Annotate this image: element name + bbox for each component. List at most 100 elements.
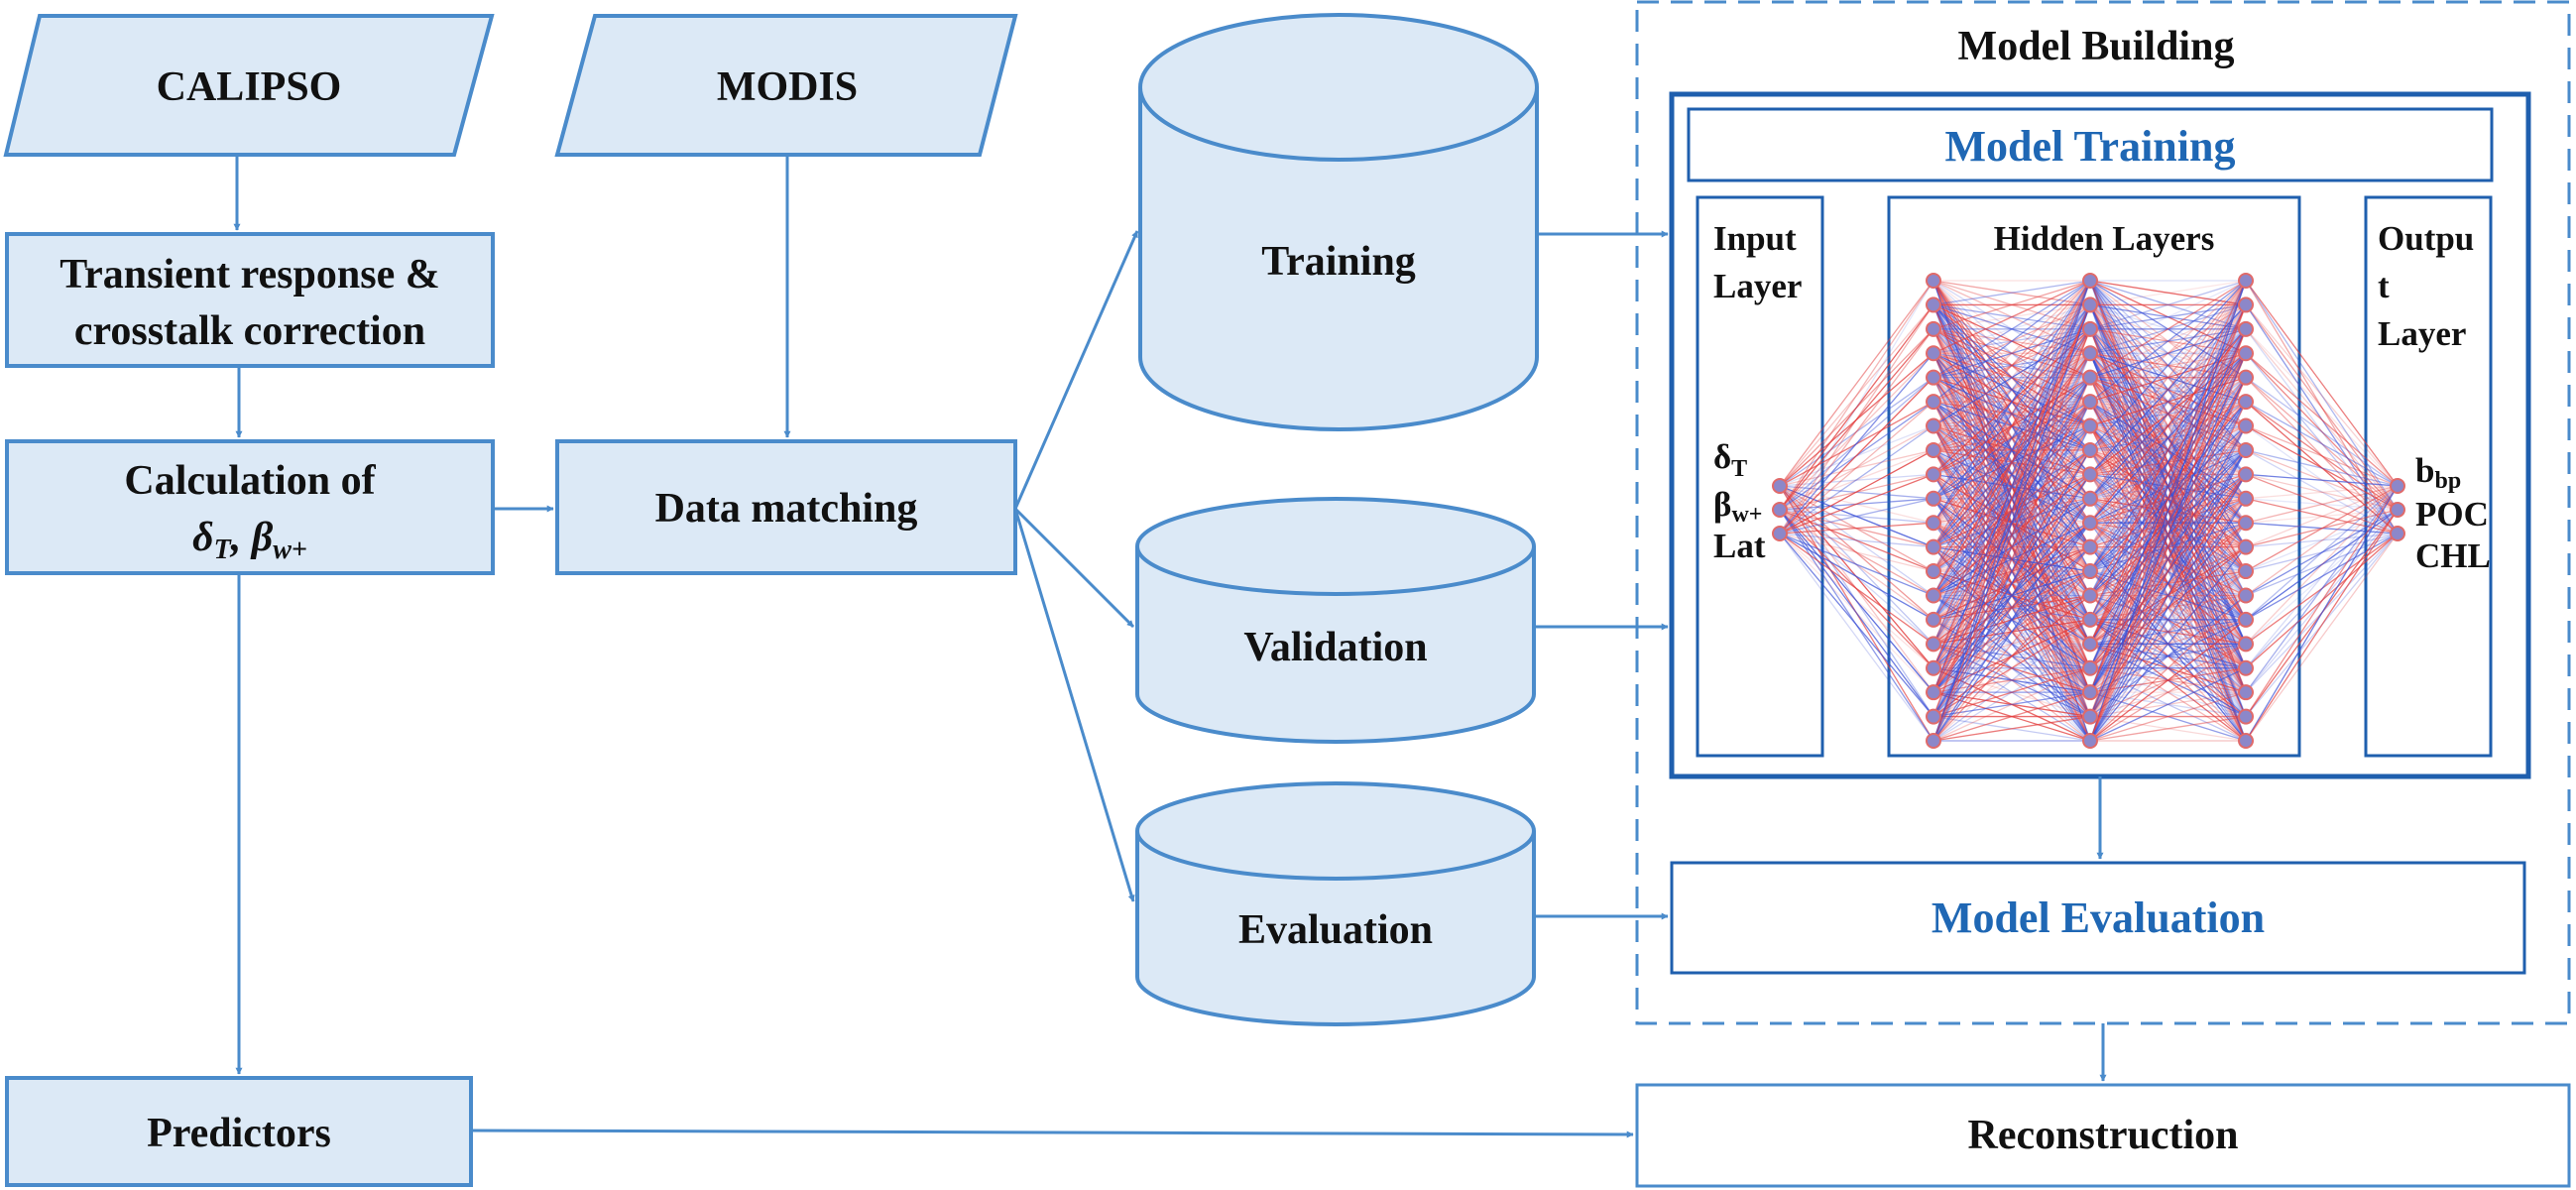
network-edge bbox=[1779, 449, 1934, 535]
network-edge bbox=[2245, 485, 2399, 621]
network-edge bbox=[2089, 667, 2247, 742]
network-edge bbox=[2089, 352, 2247, 693]
network-edge bbox=[2089, 280, 2247, 524]
validation-cylinder: Validation bbox=[1135, 497, 1536, 744]
network-edge bbox=[2089, 304, 2247, 693]
model-building-title: Model Building bbox=[1958, 24, 2235, 69]
hidden-node bbox=[1926, 441, 1941, 458]
network-edge bbox=[1932, 303, 2091, 427]
network-edge bbox=[1932, 304, 2091, 547]
network-edge bbox=[2089, 303, 2247, 475]
network-edge bbox=[2089, 280, 2247, 330]
predictors-node: Predictors bbox=[5, 1076, 473, 1187]
network-edge bbox=[2245, 485, 2399, 548]
validation-label: Validation bbox=[1243, 625, 1427, 670]
network-edge bbox=[2245, 485, 2399, 645]
hidden-node bbox=[2082, 441, 2098, 458]
network-edge bbox=[1932, 328, 2091, 742]
network-edge bbox=[2089, 280, 2247, 572]
hidden-node bbox=[2082, 515, 2098, 532]
network-edge bbox=[1932, 280, 2091, 693]
network-edge bbox=[1932, 352, 2091, 596]
network-edge bbox=[2245, 280, 2399, 487]
network-edge bbox=[2089, 303, 2247, 403]
hidden-node bbox=[2238, 273, 2254, 289]
hidden-node bbox=[2082, 611, 2098, 628]
calculation-label-line1: Calculation of bbox=[124, 458, 376, 504]
network-edge bbox=[2245, 509, 2399, 572]
hidden-node bbox=[2238, 417, 2254, 434]
input-node bbox=[1772, 526, 1788, 541]
network-edge bbox=[2245, 401, 2399, 511]
arrow-predictors-to-reconstruction bbox=[470, 1129, 1634, 1138]
network-edge bbox=[1932, 303, 2091, 451]
hidden-node bbox=[2238, 297, 2254, 313]
network-edge bbox=[1932, 667, 2091, 718]
network-edge bbox=[2089, 304, 2247, 547]
network-edge bbox=[1779, 352, 1934, 511]
input-layer-label-line2: Layer bbox=[1713, 267, 1802, 305]
network-edge bbox=[1932, 353, 2091, 742]
hidden-node bbox=[2238, 708, 2254, 725]
network-edge bbox=[2089, 328, 2247, 596]
hidden-node bbox=[2238, 345, 2254, 362]
network-edge bbox=[1932, 280, 2091, 427]
hidden-node bbox=[2082, 297, 2098, 313]
hidden-node bbox=[2082, 490, 2098, 507]
network-edge bbox=[1932, 280, 2091, 451]
network-edge bbox=[2089, 377, 2247, 669]
network-edge bbox=[2245, 485, 2399, 597]
network-edge bbox=[2089, 280, 2247, 596]
network-edge bbox=[1932, 570, 2091, 718]
network-edge bbox=[1779, 352, 1934, 535]
hidden-node bbox=[2238, 611, 2254, 628]
hidden-node bbox=[2238, 441, 2254, 458]
network-edge bbox=[2089, 280, 2247, 668]
network-edge bbox=[2089, 303, 2247, 451]
network-edge bbox=[2089, 328, 2247, 717]
network-edge bbox=[2245, 485, 2399, 717]
network-edge bbox=[2245, 304, 2399, 511]
network-edge bbox=[1932, 280, 2091, 621]
network-nodes bbox=[1772, 273, 2405, 749]
network-edge bbox=[2245, 509, 2399, 524]
network-edge bbox=[2089, 280, 2247, 693]
hidden-node bbox=[1926, 273, 1941, 289]
input-layer-label-line1: Input bbox=[1713, 219, 1797, 258]
predictors-label: Predictors bbox=[147, 1111, 331, 1156]
network-edge bbox=[1779, 533, 1934, 572]
network-edge bbox=[1932, 425, 2091, 742]
model-training-title-box bbox=[1687, 107, 2494, 182]
output-target-chl: CHL bbox=[2415, 536, 2491, 575]
network-edge bbox=[2245, 533, 2399, 645]
network-edge bbox=[2089, 328, 2247, 427]
hidden-node bbox=[1926, 538, 1941, 555]
network-edge bbox=[1932, 691, 2091, 742]
network-edge bbox=[2089, 498, 2247, 742]
hidden-node bbox=[2082, 417, 2098, 434]
network-edge bbox=[2245, 485, 2399, 693]
network-edge bbox=[2245, 485, 2399, 742]
network-edge bbox=[1779, 533, 1934, 717]
network-edge bbox=[1932, 667, 2091, 742]
output-target-bbp: bbp bbox=[2415, 451, 2461, 494]
network-edge bbox=[1932, 594, 2091, 742]
network-edge bbox=[2089, 280, 2247, 742]
data-matching-node: Data matching bbox=[555, 439, 1017, 575]
network-edge bbox=[1932, 546, 2091, 742]
network-edge bbox=[2089, 594, 2247, 742]
network-edge bbox=[1932, 377, 2091, 572]
network-edge bbox=[2089, 401, 2247, 742]
network-edge bbox=[2089, 280, 2247, 621]
network-edge bbox=[1779, 533, 1934, 597]
network-edge bbox=[1932, 280, 2091, 547]
output-layer-label-line2: t bbox=[2378, 267, 2390, 305]
network-edge bbox=[1932, 377, 2091, 717]
transient-correction-node: Transient response & crosstalk correctio… bbox=[5, 232, 495, 368]
network-edge bbox=[2245, 509, 2399, 645]
network-edge bbox=[1932, 280, 2091, 572]
hidden-node bbox=[2238, 466, 2254, 483]
hidden-node bbox=[2082, 466, 2098, 483]
hidden-node bbox=[2082, 684, 2098, 701]
hidden-node bbox=[2082, 708, 2098, 725]
